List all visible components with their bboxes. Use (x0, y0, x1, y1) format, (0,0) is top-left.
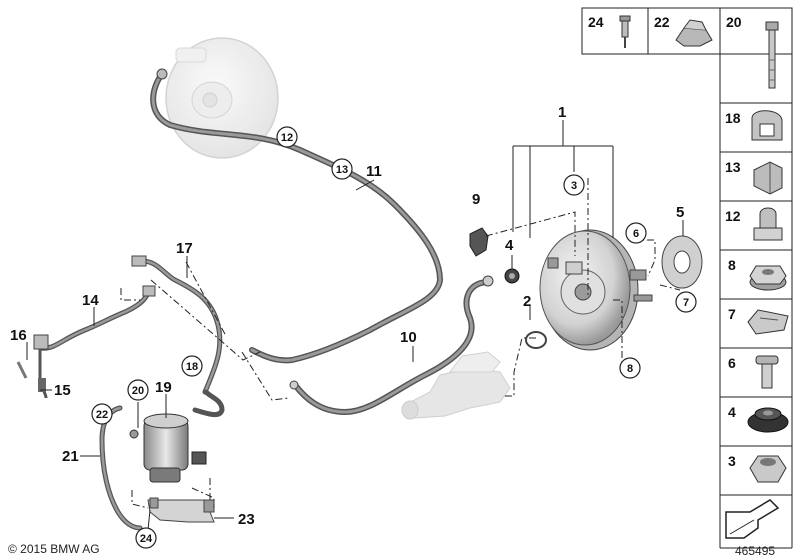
callout-15: 15 (54, 382, 71, 399)
brake-booster[interactable] (539, 229, 653, 351)
legend-item-6[interactable]: 6 (728, 355, 779, 389)
callout-labels: 1 2 4 5 9 10 11 14 15 16 17 19 21 23 (10, 104, 684, 528)
vacuum-pump[interactable] (129, 413, 207, 483)
diagram-number: 465495 (735, 544, 775, 558)
leader-lines (26, 120, 684, 531)
callout-4: 4 (505, 237, 514, 254)
legend-number-13: 13 (725, 159, 741, 175)
legend-number-3: 3 (728, 453, 736, 469)
vacuum-line-21[interactable] (99, 405, 143, 531)
ghost-master-cylinder (401, 351, 511, 420)
callout-8: 8 (627, 363, 633, 375)
grommet-icon (747, 407, 789, 433)
callout-19: 19 (155, 379, 172, 396)
callout-17: 17 (176, 240, 193, 257)
callout-10: 10 (400, 329, 417, 346)
circled-callouts (91, 126, 697, 549)
hex-nut-flange-icon (749, 265, 787, 291)
callout-24: 24 (140, 533, 153, 545)
callout-9: 9 (472, 191, 480, 208)
callout-21: 21 (62, 448, 79, 465)
gasket[interactable] (661, 235, 703, 289)
legend-number-4: 4 (728, 404, 736, 420)
callout-7: 7 (683, 297, 689, 309)
callout-18: 18 (186, 361, 198, 373)
callout-6: 6 (633, 228, 639, 240)
legend-number-20: 20 (726, 14, 742, 30)
hose-clamp-icon (751, 110, 783, 141)
legend-item-24[interactable]: 24 (588, 14, 631, 48)
callout-12: 12 (281, 132, 293, 144)
legend-number-22: 22 (654, 14, 670, 30)
clip-icon (753, 161, 783, 195)
legend-item-12[interactable]: 12 (725, 207, 783, 241)
rivet-icon (619, 15, 631, 48)
legend-item-13[interactable]: 13 (725, 159, 783, 195)
legend-number-12: 12 (725, 208, 741, 224)
legend-number-18: 18 (725, 110, 741, 126)
cable-clip-icon (675, 19, 713, 47)
hex-nut-icon (749, 455, 787, 483)
legend-number-7: 7 (728, 306, 736, 322)
callout-16: 16 (10, 327, 27, 344)
dash-lines (120, 178, 681, 509)
copyright-text: © 2015 BMW AG (8, 542, 100, 556)
circled-callout-labels: 12 13 3 6 7 8 18 20 22 24 (96, 132, 689, 545)
callout-11: 11 (366, 163, 382, 180)
callout-23: 23 (238, 511, 255, 528)
legend-item-7[interactable]: 7 (728, 306, 789, 335)
callout-13: 13 (336, 164, 348, 176)
legend-item-20[interactable]: 20 (726, 14, 779, 89)
stud-icon (755, 355, 779, 389)
callout-1: 1 (558, 104, 566, 121)
clip-icon (753, 207, 783, 241)
legend-item-18[interactable]: 18 (725, 110, 783, 141)
navigation-arrow-icon[interactable] (725, 499, 780, 539)
bolt-icon (765, 21, 779, 89)
callout-2: 2 (523, 293, 531, 310)
legend-grid (581, 7, 793, 549)
legend-number-8: 8 (728, 257, 736, 273)
callout-14: 14 (82, 292, 99, 309)
legend-number-24: 24 (588, 14, 604, 30)
callout-3: 3 (571, 180, 577, 192)
legend-item-3[interactable]: 3 (728, 453, 787, 483)
legend-item-4[interactable]: 4 (728, 404, 789, 433)
callout-5: 5 (676, 204, 684, 221)
check-valve[interactable] (469, 227, 489, 257)
callout-20: 20 (132, 385, 144, 397)
legend-item-22[interactable]: 22 (654, 14, 713, 47)
legend-item-8[interactable]: 8 (728, 257, 787, 291)
vacuum-sensor[interactable] (16, 334, 49, 399)
callout-22: 22 (96, 409, 108, 421)
pump-bracket[interactable] (147, 497, 215, 523)
spring-clip-icon (747, 309, 789, 335)
legend-number-6: 6 (728, 355, 736, 371)
